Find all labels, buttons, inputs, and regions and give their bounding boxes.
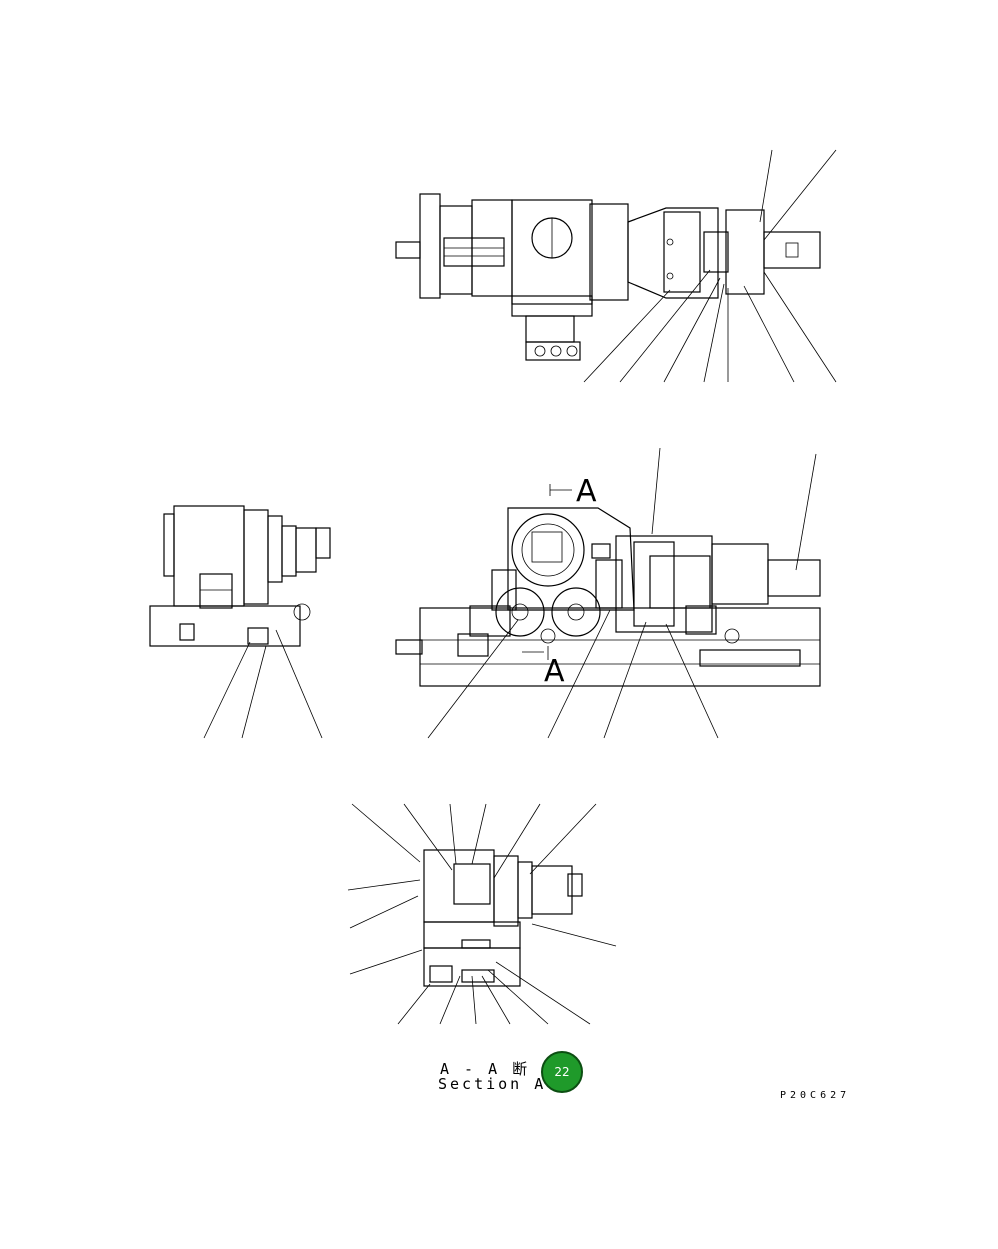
front-view — [395, 447, 821, 739]
drawing-code: P20C627 — [780, 1090, 851, 1101]
left-side-view — [149, 505, 331, 739]
page-number-badge[interactable]: 22 — [541, 1051, 583, 1093]
section-title-line1: A - A 断 — [440, 1060, 531, 1078]
section-a-a-view — [347, 803, 617, 1025]
section-marker-bottom: A — [544, 654, 565, 689]
top-view — [395, 149, 837, 383]
section-marker-top: A — [576, 474, 597, 509]
